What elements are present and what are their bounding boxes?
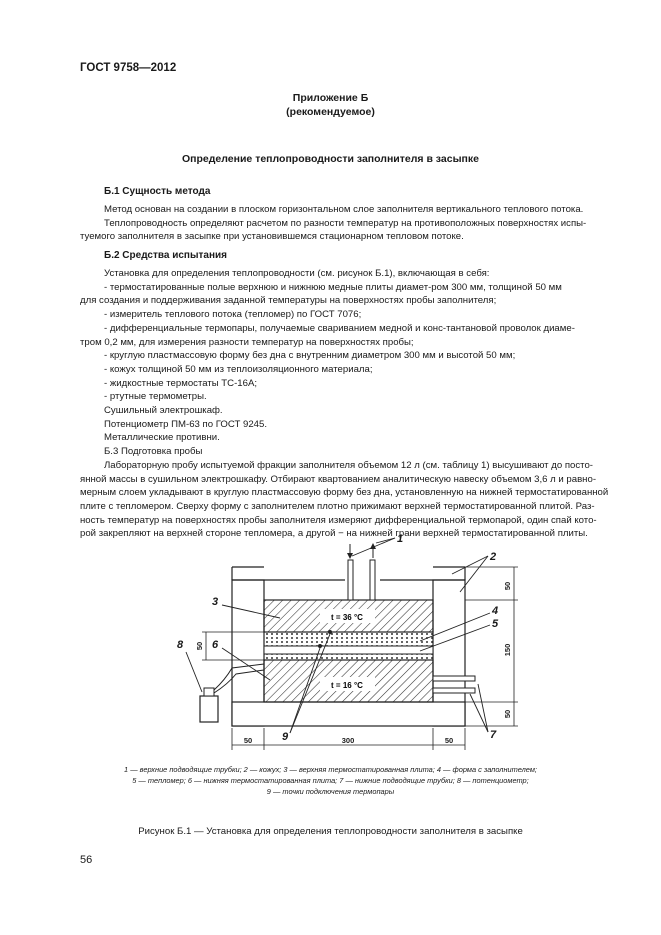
b2-paragraph: Установка для определения теплопроводнос… [80,267,614,541]
dim-left-side: 50 [195,642,204,650]
callout-6: 6 [212,639,219,651]
document-header: ГОСТ 9758—2012 [80,62,177,74]
page-number: 56 [80,854,93,866]
lower-tubes [432,675,476,694]
callout-leaders [185,537,491,734]
text-line: Потенциометр ПМ-63 по ГОСТ 9245. [104,418,268,430]
caption-line: 9 — точки подключения термопары [266,787,395,796]
figure-title: Рисунок Б.1 — Установка для определения … [138,826,523,837]
dim-mid-right: 150 [503,644,512,657]
text-line: - круглую пластмассовую форму без дна с … [104,350,516,362]
text-line: мерным слоем укладывают в круглую пластм… [80,487,609,499]
text-line: янной массы в сушильном электрошкафу. От… [80,473,597,485]
text-line: ность температур на поверхностях пробы з… [80,514,597,526]
figure-caption: 1 — верхние подводящие трубки; 2 — кожух… [0,764,661,797]
annex-title: Приложение Б [292,92,369,104]
text-line: - ртутные термометры. [104,391,207,403]
text-line: - кожух толщиной 50 мм из теплоизоляцион… [104,363,373,375]
caption-line: 5 — тепломер; 6 — нижняя термостатирован… [132,776,529,785]
figure-b1-diagram: t = 36 °C t = 16 °C [177,533,518,750]
text-line: Лабораторную пробу испытуемой фракции за… [104,459,593,471]
dim-bottom-right: 50 [503,710,512,718]
dim-center: 300 [342,736,355,745]
callout-7: 7 [490,729,497,741]
dimension-lines [202,566,518,750]
text-line: Метод основан на создании в плоском гори… [104,204,584,215]
callout-8: 8 [177,639,184,651]
temp-top-box [320,609,375,623]
dim-top-right: 50 [503,582,512,590]
text-line: Металлические противни. [104,432,220,444]
text-line: для создания и поддерживания заданной те… [80,295,497,307]
text-line: Установка для определения теплопроводнос… [104,268,490,279]
text-line: - дифференциальные термопары, получаемые… [104,322,575,334]
temp-bottom-label: t = 16 °C [331,681,363,690]
sample-form [263,631,434,647]
temp-bottom-box [320,677,375,691]
meter-layer [263,653,434,661]
callout-4: 4 [491,605,498,617]
thermocouple-points [318,630,332,648]
text-line: Сушильный электрошкаф. [104,405,223,417]
upper-tubes [347,543,376,601]
callout-2: 2 [489,551,496,563]
text-line: Теплопроводность определяют расчетом по … [104,217,587,229]
callout-5: 5 [492,618,499,630]
text-line: Б.3 Подготовка пробы [104,446,203,458]
callout-9: 9 [282,731,289,743]
callout-1: 1 [397,533,403,545]
section-main-title: Определение теплопроводности заполнителя… [182,153,479,165]
caption-line: 1 — верхние подводящие трубки; 2 — кожух… [124,765,537,774]
b2-heading: Б.2 Средства испытания [104,250,227,261]
b1-heading: Б.1 Сущность метода [104,186,211,197]
text-line: плите с тепломером. Сверху форму с запол… [80,500,595,512]
text-line: - термостатированные полые верхнюю и ниж… [104,281,562,293]
casing [231,566,466,727]
text-line: тром 0,2 мм, для измерения разности темп… [80,336,414,348]
callout-3: 3 [212,596,218,608]
dim-left: 50 [244,736,252,745]
b1-paragraph: Метод основан на создании в плоском гори… [80,203,614,244]
temp-top-label: t = 36 °C [331,613,363,622]
text-line: - измеритель теплового потока (тепломер)… [104,309,362,321]
text-line: туемого заполнителя в засыпке при устано… [80,231,464,243]
dim-right: 50 [445,736,453,745]
annex-subtitle: (рекомендуемое) [286,106,375,118]
heat-flow-meter [263,645,434,655]
potentiometer [199,663,265,723]
text-line: - жидкостные термостаты ТС-16А; [104,377,258,389]
text-line: рой закрепляют на верхней стороне теплом… [80,528,588,540]
